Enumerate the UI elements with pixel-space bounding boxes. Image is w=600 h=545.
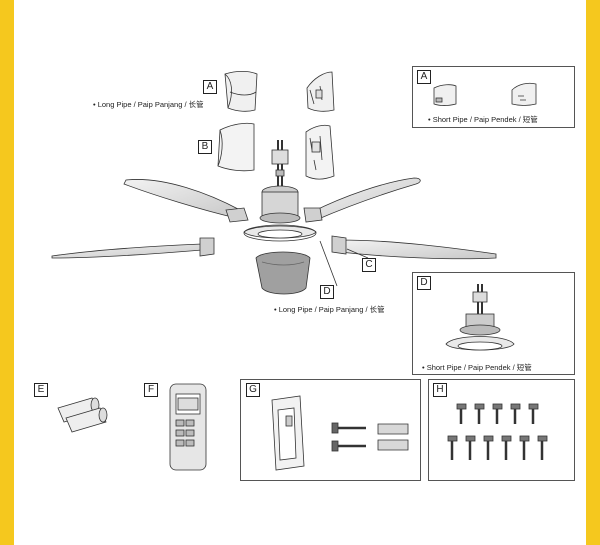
caption-long-pipe-a: • Long Pipe / Paip Panjang / 长管 (93, 100, 204, 109)
screws-h (447, 403, 548, 460)
label-h: H (433, 383, 447, 397)
long-pipe-a-left-half (224, 70, 258, 112)
wall-plugs-g (377, 423, 409, 451)
remote-holder-g (271, 395, 305, 471)
canopy-b-right-half (305, 124, 335, 180)
batteries-e (57, 397, 108, 433)
caption-short-pipe-d: • Short Pipe / Paip Pendek / 短管 (422, 363, 532, 372)
blade-left (51, 237, 215, 259)
label-d: D (320, 285, 334, 299)
canopy-b-left-half (217, 122, 255, 172)
label-d-inset: D (417, 276, 431, 290)
parts-diagram-sheet: A B C D A D E F G H • Long Pipe / Paip P… (14, 0, 586, 545)
leader-c (346, 248, 369, 259)
blade-right (331, 235, 497, 260)
caption-short-pipe-a: • Short Pipe / Paip Pendek / 短管 (428, 115, 538, 124)
parts-illustration (51, 70, 548, 471)
long-pipe-a-right-half (306, 71, 335, 112)
label-f: F (144, 383, 158, 397)
label-b: B (198, 140, 212, 154)
label-e: E (34, 383, 48, 397)
label-c: C (362, 258, 376, 272)
short-pipe-a-left (433, 84, 457, 106)
short-pipe-a-right (511, 82, 537, 106)
panel-h (428, 379, 575, 481)
blade-upper-right (303, 177, 421, 223)
remote-control-f (169, 383, 207, 471)
light-cover-d (255, 251, 311, 295)
leader-d (319, 240, 338, 287)
label-g: G (246, 383, 260, 397)
caption-long-pipe-d: • Long Pipe / Paip Panjang / 长管 (274, 305, 385, 314)
left-yellow-stripe (0, 0, 14, 545)
screws-g (331, 422, 366, 452)
motor-assembly (243, 140, 317, 242)
right-yellow-stripe (586, 0, 600, 545)
inset-d-assembly (445, 284, 515, 351)
blade-upper-left (123, 179, 249, 223)
label-a-inset: A (417, 70, 431, 84)
label-a: A (203, 80, 217, 94)
